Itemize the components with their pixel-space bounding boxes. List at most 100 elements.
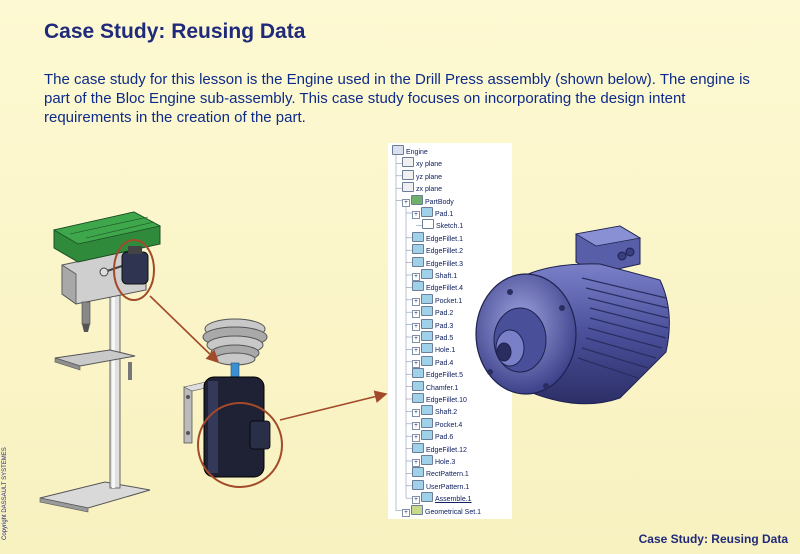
tree-item[interactable]: RectPattern.1 xyxy=(412,467,469,479)
tree-item[interactable]: EdgeFillet.10 xyxy=(412,393,467,405)
tree-item[interactable]: EdgeFillet.3 xyxy=(412,256,463,269)
tree-item[interactable]: zx plane xyxy=(402,182,442,194)
expand-toggle-icon[interactable]: + xyxy=(412,297,420,306)
tree-item-label: Shaft.1 xyxy=(435,273,458,280)
tree-item[interactable]: yz plane xyxy=(402,169,442,182)
expand-toggle-icon[interactable]: + xyxy=(412,322,420,331)
fillet-icon xyxy=(412,244,424,255)
expand-toggle-icon[interactable]: + xyxy=(412,273,420,281)
sketch-icon xyxy=(422,219,434,230)
tree-item[interactable]: + Hole.3 xyxy=(412,455,455,467)
expand-toggle-icon[interactable]: + xyxy=(412,310,420,319)
tree-item[interactable]: Chamfer.1 xyxy=(412,380,458,393)
tree-item[interactable]: EdgeFillet.2 xyxy=(412,244,463,256)
expand-toggle-icon[interactable]: + xyxy=(412,211,420,219)
pad-icon xyxy=(421,331,433,341)
tree-item-label: Pad.4 xyxy=(435,359,454,367)
tree-item-label: Hole.1 xyxy=(435,347,456,355)
engine-highlight-circle xyxy=(197,402,283,488)
tree-item-label: EdgeFillet.10 xyxy=(426,397,467,404)
tree-item[interactable]: EdgeFillet.12 xyxy=(412,442,467,455)
expand-toggle-icon[interactable]: + xyxy=(412,359,420,368)
tree-item[interactable]: +Pad.3 xyxy=(412,318,453,331)
tree-item[interactable]: +PartBody xyxy=(402,194,454,207)
slide-title: Case Study: Reusing Data xyxy=(44,20,306,43)
fillet-icon xyxy=(412,231,424,242)
fillet-icon xyxy=(412,256,424,267)
tree-item-label: Pad.1 xyxy=(435,211,454,218)
tree-item[interactable]: Engine xyxy=(392,145,428,157)
plane-icon xyxy=(402,169,414,180)
expand-toggle-icon[interactable]: + xyxy=(402,198,410,207)
tree-item[interactable]: + Pocket.1 xyxy=(412,293,463,306)
tree-item[interactable]: + Pad.5 xyxy=(412,331,453,343)
tree-item[interactable]: xy plane xyxy=(402,157,442,169)
fillet-icon xyxy=(412,281,424,292)
tree-item-label: RectPattern.1 xyxy=(426,471,469,479)
chamfer-icon xyxy=(412,380,424,391)
expand-toggle-icon[interactable]: + xyxy=(412,459,420,467)
expand-toggle-icon[interactable]: + xyxy=(412,347,420,356)
pad-icon xyxy=(421,318,433,329)
tree-item[interactable]: EdgeFillet.5 xyxy=(412,368,463,380)
tree-item[interactable]: Sketch.1 xyxy=(422,219,463,231)
tree-item-label: Assemble.1 xyxy=(435,496,472,504)
tree-item-label: EdgeFillet.3 xyxy=(426,260,463,268)
tree-item-label: EdgeFillet.1 xyxy=(426,235,463,243)
plane-icon xyxy=(402,157,414,168)
expand-toggle-icon[interactable]: + xyxy=(412,421,420,430)
tree-item-label: zx plane xyxy=(416,186,443,194)
pad-icon xyxy=(421,207,433,217)
fillet-icon xyxy=(412,393,424,403)
tree-item-label: Pad.2 xyxy=(435,310,454,318)
engine-3d-render xyxy=(475,225,670,405)
tree-item-label: Engine xyxy=(406,149,428,156)
tree-connector-lines xyxy=(395,155,422,511)
tree-item[interactable]: + Hole.1 xyxy=(412,343,456,356)
tree-item[interactable]: + Assemble.1 xyxy=(412,492,472,505)
tree-item[interactable]: + Pad.2 xyxy=(412,306,454,319)
shaft-icon xyxy=(421,269,433,279)
tree-item-label: EdgeFillet.4 xyxy=(426,285,463,293)
body-icon xyxy=(411,194,423,205)
tree-item[interactable]: + Shaft.1 xyxy=(412,269,457,281)
root-icon xyxy=(392,145,404,155)
pad-icon xyxy=(421,306,433,317)
tree-item[interactable]: EdgeFillet.1 xyxy=(412,231,463,244)
tree-item[interactable]: +Shaft.2 xyxy=(412,405,457,418)
drill-press-illustration xyxy=(39,211,162,513)
expand-toggle-icon[interactable]: + xyxy=(402,508,410,517)
tree-item[interactable]: + Pad.1 xyxy=(412,207,453,219)
tree-item-label: Pad.5 xyxy=(435,335,454,342)
expand-toggle-icon[interactable]: + xyxy=(412,434,420,443)
pattern-icon xyxy=(412,479,424,490)
tree-item-label: EdgeFillet.2 xyxy=(426,248,463,256)
pad-icon xyxy=(421,355,433,366)
fillet-icon xyxy=(412,368,424,379)
pad-icon xyxy=(421,430,433,441)
tree-item[interactable]: EdgeFillet.4 xyxy=(412,281,463,293)
footer-title: Case Study: Reusing Data xyxy=(638,532,788,546)
hole-icon xyxy=(421,455,433,465)
expand-toggle-icon[interactable]: + xyxy=(412,335,420,343)
tree-item-label: Hole.3 xyxy=(435,459,456,466)
tree-item-label: UserPattern.1 xyxy=(426,483,470,491)
shaft-icon xyxy=(421,405,433,416)
fillet-icon xyxy=(412,442,424,453)
tree-item[interactable]: + Pocket.4 xyxy=(412,417,463,430)
tree-item[interactable]: + Pad.6 xyxy=(412,430,454,443)
pocket-icon xyxy=(421,417,433,428)
tree-item-label: Pocket.4 xyxy=(435,421,463,429)
tree-item[interactable]: +Geometrical Set.1 xyxy=(402,504,481,517)
tree-item-label: EdgeFillet.12 xyxy=(426,446,467,454)
plane-icon xyxy=(402,182,414,193)
pattern-icon xyxy=(412,467,424,478)
expand-toggle-icon[interactable]: + xyxy=(412,496,420,505)
tree-item-label: Pad.6 xyxy=(435,434,454,442)
tree-item-label: xy plane xyxy=(416,161,443,169)
tree-item[interactable]: UserPattern.1 xyxy=(412,479,470,492)
expand-toggle-icon[interactable]: + xyxy=(412,409,420,418)
tree-item[interactable]: + Pad.4 xyxy=(412,355,454,368)
tree-item-label: Pocket.1 xyxy=(435,297,463,305)
tree-item-label: EdgeFillet.5 xyxy=(426,372,463,380)
